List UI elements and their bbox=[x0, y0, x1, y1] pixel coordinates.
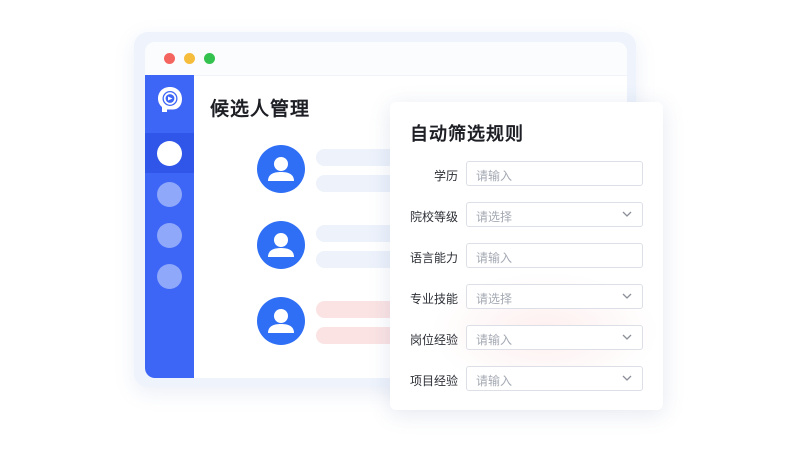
close-window-button[interactable] bbox=[164, 53, 175, 64]
field-label: 专业技能 bbox=[409, 292, 458, 306]
field-label: 学历 bbox=[433, 169, 458, 183]
skills-select[interactable]: 请选择 bbox=[466, 284, 643, 309]
minimize-window-button[interactable] bbox=[184, 53, 195, 64]
title-bar bbox=[145, 42, 627, 76]
logo-icon bbox=[154, 84, 186, 116]
chevron-down-icon bbox=[622, 211, 632, 217]
candidate-avatar[interactable] bbox=[257, 297, 305, 345]
field-placeholder: 请输入 bbox=[476, 374, 513, 388]
chevron-down-icon bbox=[622, 293, 632, 299]
sidebar-item-3[interactable] bbox=[157, 223, 182, 248]
sidebar-item-4[interactable] bbox=[157, 264, 182, 289]
user-icon bbox=[268, 233, 294, 257]
chevron-down-icon bbox=[622, 334, 632, 340]
field-placeholder: 请输入 bbox=[476, 169, 513, 183]
field-placeholder: 请选择 bbox=[476, 210, 513, 224]
project-experience-select[interactable]: 请输入 bbox=[466, 366, 643, 391]
candidate-avatar[interactable] bbox=[257, 221, 305, 269]
sidebar-item-2[interactable] bbox=[157, 182, 182, 207]
field-row-school-level: 院校等级 请选择 bbox=[390, 202, 663, 229]
panel-title: 自动筛选规则 bbox=[410, 124, 524, 145]
field-row-skills: 专业技能 请选择 bbox=[390, 284, 663, 311]
field-placeholder: 请输入 bbox=[476, 333, 513, 347]
screening-rules-panel: 自动筛选规则 学历 请输入 院校等级 请选择 语言能力 请输入 专业技能 请选择 bbox=[390, 102, 663, 410]
user-icon bbox=[268, 309, 294, 333]
sidebar-item-candidates[interactable] bbox=[157, 141, 182, 166]
user-icon bbox=[268, 157, 294, 181]
maximize-window-button[interactable] bbox=[204, 53, 215, 64]
chevron-down-icon bbox=[622, 375, 632, 381]
field-label: 语言能力 bbox=[409, 251, 458, 265]
field-row-education: 学历 请输入 bbox=[390, 161, 663, 188]
field-row-language: 语言能力 请输入 bbox=[390, 243, 663, 270]
field-label: 岗位经验 bbox=[409, 333, 458, 347]
sidebar bbox=[145, 75, 194, 378]
page-title: 候选人管理 bbox=[210, 98, 311, 120]
field-placeholder: 请输入 bbox=[476, 251, 513, 265]
field-row-project-experience: 项目经验 请输入 bbox=[390, 366, 663, 393]
field-label: 院校等级 bbox=[409, 210, 458, 224]
candidate-avatar[interactable] bbox=[257, 145, 305, 193]
field-placeholder: 请选择 bbox=[476, 292, 513, 306]
education-input[interactable]: 请输入 bbox=[466, 161, 643, 186]
school-level-select[interactable]: 请选择 bbox=[466, 202, 643, 227]
field-label: 项目经验 bbox=[409, 374, 458, 388]
language-input[interactable]: 请输入 bbox=[466, 243, 643, 268]
job-experience-select[interactable]: 请输入 bbox=[466, 325, 643, 350]
field-row-job-experience: 岗位经验 请输入 bbox=[390, 325, 663, 352]
